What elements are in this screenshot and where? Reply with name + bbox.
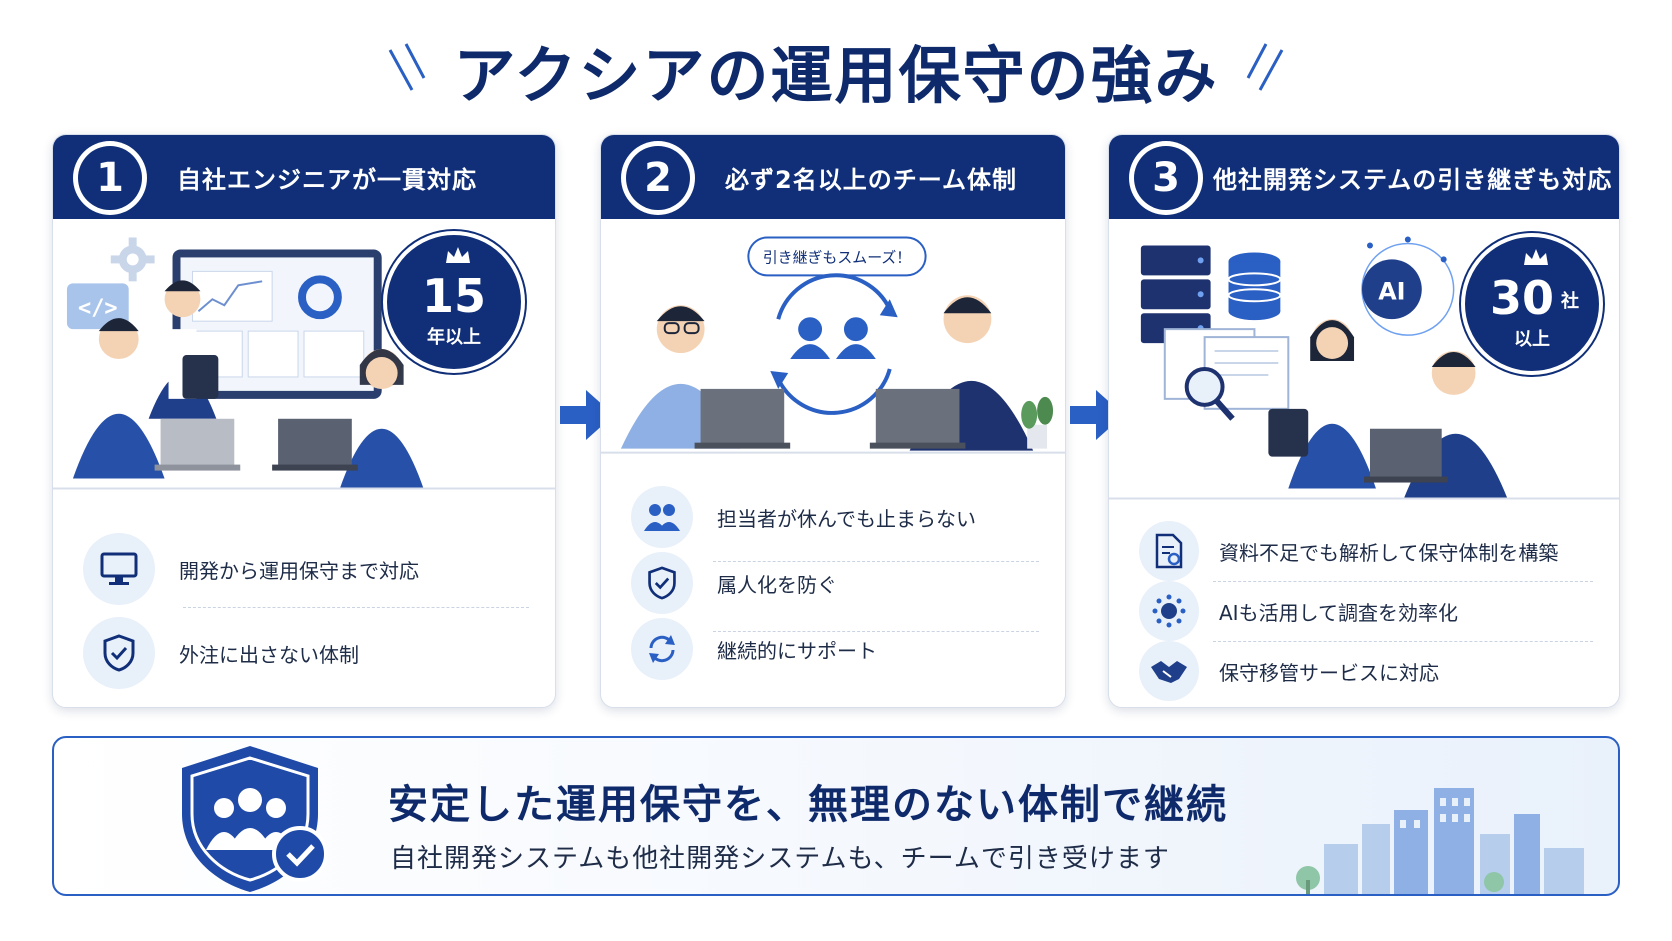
card-heading: 必ず2名以上のチーム体制 — [725, 165, 1017, 194]
city-skyline-illustration — [1296, 788, 1584, 894]
svg-text:引き継ぎもスムーズ！: 引き継ぎもスムーズ！ — [763, 248, 911, 266]
feature-text: 属人化を防ぐ — [717, 572, 837, 597]
feature-text: 担当者が休んでも止まらない — [717, 506, 976, 531]
feature-item: 開発から運用保守まで対応 — [83, 533, 531, 605]
divider — [1213, 581, 1593, 582]
card-handover-support: 3 他社開発システムの引き継ぎも対応 AI — [1108, 134, 1620, 708]
magnifier-icon — [1184, 366, 1235, 421]
card-heading: 自社エンジニアが一貫対応 — [177, 165, 477, 194]
shield-check-icon — [83, 617, 155, 689]
accent-lines-left-icon — [388, 43, 425, 91]
database-icon — [1227, 252, 1282, 321]
years-badge: 15 年以上 — [383, 231, 525, 373]
card-header: 1 自社エンジニアが一貫対応 — [53, 135, 555, 219]
feature-item: 保守移管サービスに対応 — [1139, 635, 1595, 707]
shield-check-icon — [631, 552, 693, 614]
card-number: 1 — [73, 141, 147, 215]
banner-subtext: 自社開発システムも他社開発システムも、チームで引き受けます — [390, 844, 1170, 874]
svg-text:</>: </> — [78, 296, 118, 321]
divider — [713, 631, 1039, 632]
divider — [1213, 641, 1593, 642]
feature-text: 開発から運用保守まで対応 — [179, 558, 419, 583]
feature-text: AIも活用して調査を効率化 — [1219, 600, 1458, 625]
feature-text: 外注に出さない体制 — [179, 642, 359, 667]
refresh-icon — [631, 618, 693, 680]
card-number: 2 — [621, 141, 695, 215]
card-heading: 他社開発システムの引き継ぎも対応 — [1213, 165, 1613, 194]
ai-head-icon: AI — [1361, 236, 1455, 336]
summary-banner: 安定した運用保守を、無理のない体制で継続 自社開発システムも他社開発システムも、… — [52, 736, 1620, 896]
shield-team-icon — [182, 746, 328, 892]
feature-item: 継続的にサポート — [631, 613, 1041, 685]
feature-text: 資料不足でも解析して保守体制を構築 — [1219, 540, 1559, 565]
monitor-icon — [83, 533, 155, 605]
team-illustration: 引き継ぎもスムーズ！ — [601, 236, 1065, 454]
feature-item: 外注に出さない体制 — [83, 617, 531, 689]
companies-badge: 30 社 以上 — [1461, 233, 1603, 375]
divider — [183, 607, 529, 608]
card-number: 3 — [1129, 141, 1203, 215]
feature-item: 属人化を防ぐ — [631, 547, 1041, 619]
card-in-house-engineers: 1 自社エンジニアが一貫対応 </> — [52, 134, 556, 708]
crown-icon — [1524, 249, 1548, 265]
feature-item: AIも活用して調査を効率化 — [1139, 575, 1595, 647]
crown-icon — [446, 247, 470, 263]
handshake-icon — [1139, 641, 1199, 701]
title-area: アクシアの運用保守の強み — [0, 30, 1672, 112]
feature-text: 保守移管サービスに対応 — [1219, 660, 1439, 685]
feature-text: 継続的にサポート — [717, 638, 877, 663]
card-header: 3 他社開発システムの引き継ぎも対応 — [1109, 135, 1619, 219]
team-icon — [631, 486, 693, 548]
engineers-illustration: </> — [53, 237, 555, 490]
card-header: 2 必ず2名以上のチーム体制 — [601, 135, 1065, 219]
accent-lines-right-icon — [1247, 43, 1284, 91]
ai-network-icon — [1139, 581, 1199, 641]
document-search-icon — [1139, 521, 1199, 581]
gear-icon — [110, 237, 155, 282]
svg-text:AI: AI — [1378, 277, 1405, 305]
handover-illustration: AI — [1109, 236, 1619, 500]
divider — [713, 561, 1039, 562]
page-title: アクシアの運用保守の強み — [453, 39, 1219, 112]
card-team-structure: 2 必ず2名以上のチーム体制 引き継ぎもスムーズ！ — [600, 134, 1066, 708]
feature-item: 担当者が休んでも止まらない — [631, 481, 1041, 553]
banner-headline: 安定した運用保守を、無理のない体制で継続 — [388, 782, 1228, 828]
feature-item: 資料不足でも解析して保守体制を構築 — [1139, 515, 1595, 587]
